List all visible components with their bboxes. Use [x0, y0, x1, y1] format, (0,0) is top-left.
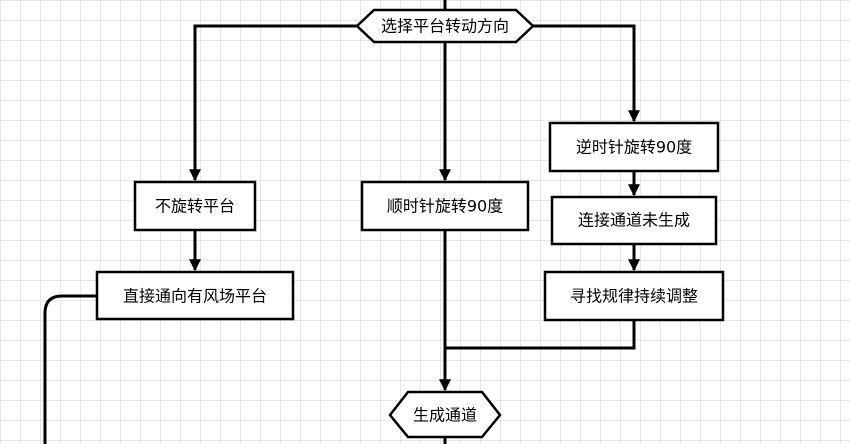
process-direct-to-wind	[95, 270, 295, 321]
terminal-generate-path	[388, 390, 502, 439]
process-clockwise	[360, 180, 530, 232]
label-direct-to-wind: 直接通向有风场平台	[123, 287, 267, 306]
label-no-rotate: 不旋转平台	[155, 197, 235, 216]
connector-find-pattern-merge	[445, 320, 636, 350]
label-counterclockwise: 逆时针旋转90度	[576, 138, 692, 157]
label-clockwise: 顺时针旋转90度	[387, 197, 503, 216]
process-no-rotate	[133, 180, 257, 232]
label-generate-path: 生成通道	[413, 406, 477, 425]
connector-choose-to-no-rotate	[189, 24, 357, 182]
label-not-connected: 连接通道未生成	[578, 211, 690, 230]
connector-choose-to-counterclockwise	[533, 24, 640, 123]
connector-direct-left-branch	[43, 294, 97, 444]
label-choose-direction: 选择平台转动方向	[381, 17, 509, 36]
decision-choose-direction	[355, 8, 535, 44]
process-not-connected	[550, 195, 718, 246]
process-counterclockwise	[548, 121, 720, 173]
label-find-pattern: 寻找规律持续调整	[570, 287, 698, 306]
process-find-pattern	[543, 270, 725, 322]
